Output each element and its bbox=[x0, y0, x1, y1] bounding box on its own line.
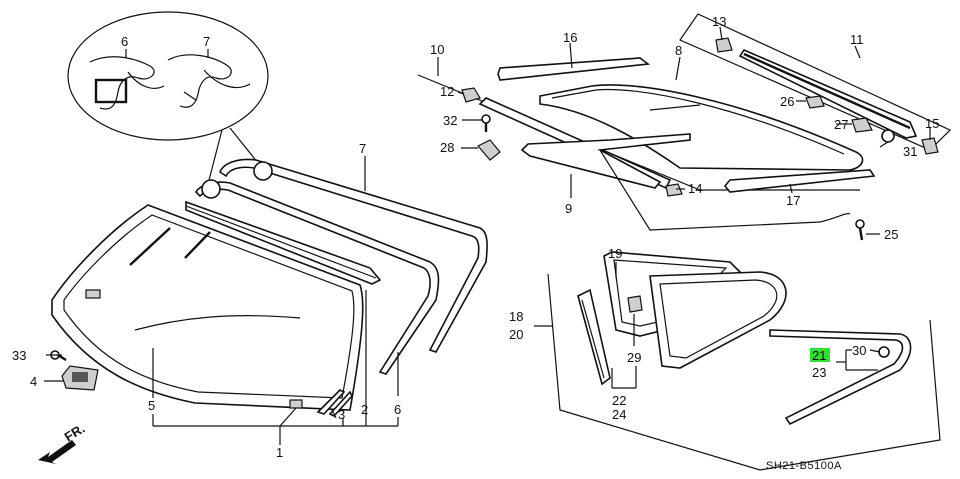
part-label-10[interactable]: 10 bbox=[430, 42, 444, 57]
clip-28 bbox=[477, 139, 501, 161]
part-label-8[interactable]: 8 bbox=[675, 43, 682, 58]
part-label-1[interactable]: 1 bbox=[276, 445, 283, 460]
diagram-code: SH21-B5100A bbox=[766, 460, 842, 472]
clip-13 bbox=[715, 37, 733, 53]
part-label-22[interactable]: 22 bbox=[612, 393, 626, 408]
part-label-28[interactable]: 28 bbox=[440, 140, 454, 155]
windshield-molding-7 bbox=[201, 158, 488, 353]
part-label-14[interactable]: 14 bbox=[688, 181, 702, 196]
front-marker-label: FR. bbox=[62, 421, 88, 445]
part-label-21[interactable]: 21 bbox=[812, 348, 826, 363]
cap-31 bbox=[881, 129, 895, 143]
leaders-left bbox=[44, 49, 399, 445]
part-label-6-detail[interactable]: 6 bbox=[121, 34, 128, 49]
clip-26 bbox=[805, 95, 825, 109]
front-arrow-icon bbox=[38, 440, 76, 464]
part-label-5[interactable]: 5 bbox=[148, 398, 155, 413]
part-label-33[interactable]: 33 bbox=[12, 348, 26, 363]
part-label-16[interactable]: 16 bbox=[563, 30, 577, 45]
clip-27 bbox=[851, 117, 873, 133]
part-labels: 1 2 3 4 5 6 6 7 7 8 9 10 11 12 13 14 15 … bbox=[12, 14, 939, 460]
part-label-24[interactable]: 24 bbox=[612, 407, 626, 422]
part-label-9[interactable]: 9 bbox=[565, 201, 572, 216]
part-label-7-detail[interactable]: 7 bbox=[203, 34, 210, 49]
part-label-26[interactable]: 26 bbox=[780, 94, 794, 109]
part-label-17[interactable]: 17 bbox=[786, 193, 800, 208]
fastener-4 bbox=[61, 365, 99, 391]
windshield-glass bbox=[51, 204, 364, 411]
windshield-molding-2 bbox=[185, 200, 382, 285]
part-label-32[interactable]: 32 bbox=[443, 113, 457, 128]
part-label-18[interactable]: 18 bbox=[509, 309, 523, 324]
part-label-20[interactable]: 20 bbox=[509, 327, 523, 342]
part-label-29[interactable]: 29 bbox=[627, 350, 641, 365]
leaders-rear bbox=[437, 26, 931, 235]
part-label-4[interactable]: 4 bbox=[30, 374, 37, 389]
rear-glass-group bbox=[417, 13, 952, 231]
part-label-12[interactable]: 12 bbox=[440, 84, 454, 99]
clip-15 bbox=[921, 137, 939, 155]
part-label-31[interactable]: 31 bbox=[903, 144, 917, 159]
clip-12 bbox=[461, 87, 481, 103]
part-label-25[interactable]: 25 bbox=[884, 227, 898, 242]
part-label-6[interactable]: 6 bbox=[394, 402, 401, 417]
part-label-23[interactable]: 23 bbox=[812, 365, 826, 380]
highlight-21 bbox=[810, 348, 830, 362]
part-label-19[interactable]: 19 bbox=[608, 246, 622, 261]
screw-32 bbox=[481, 114, 491, 132]
clip-14 bbox=[665, 183, 683, 197]
part-label-13[interactable]: 13 bbox=[712, 14, 726, 29]
part-label-11[interactable]: 11 bbox=[850, 32, 864, 47]
part-label-3[interactable]: 3 bbox=[338, 407, 345, 422]
detail-callout bbox=[67, 11, 269, 185]
part-label-30[interactable]: 30 bbox=[852, 343, 866, 358]
part-label-2[interactable]: 2 bbox=[361, 402, 368, 417]
quarter-glass-group bbox=[534, 251, 941, 471]
part-label-7[interactable]: 7 bbox=[359, 141, 366, 156]
part-label-27[interactable]: 27 bbox=[834, 117, 848, 132]
part-label-15[interactable]: 15 bbox=[925, 116, 939, 131]
lower-bracket-3 bbox=[316, 389, 353, 417]
bolt-25 bbox=[855, 219, 865, 241]
